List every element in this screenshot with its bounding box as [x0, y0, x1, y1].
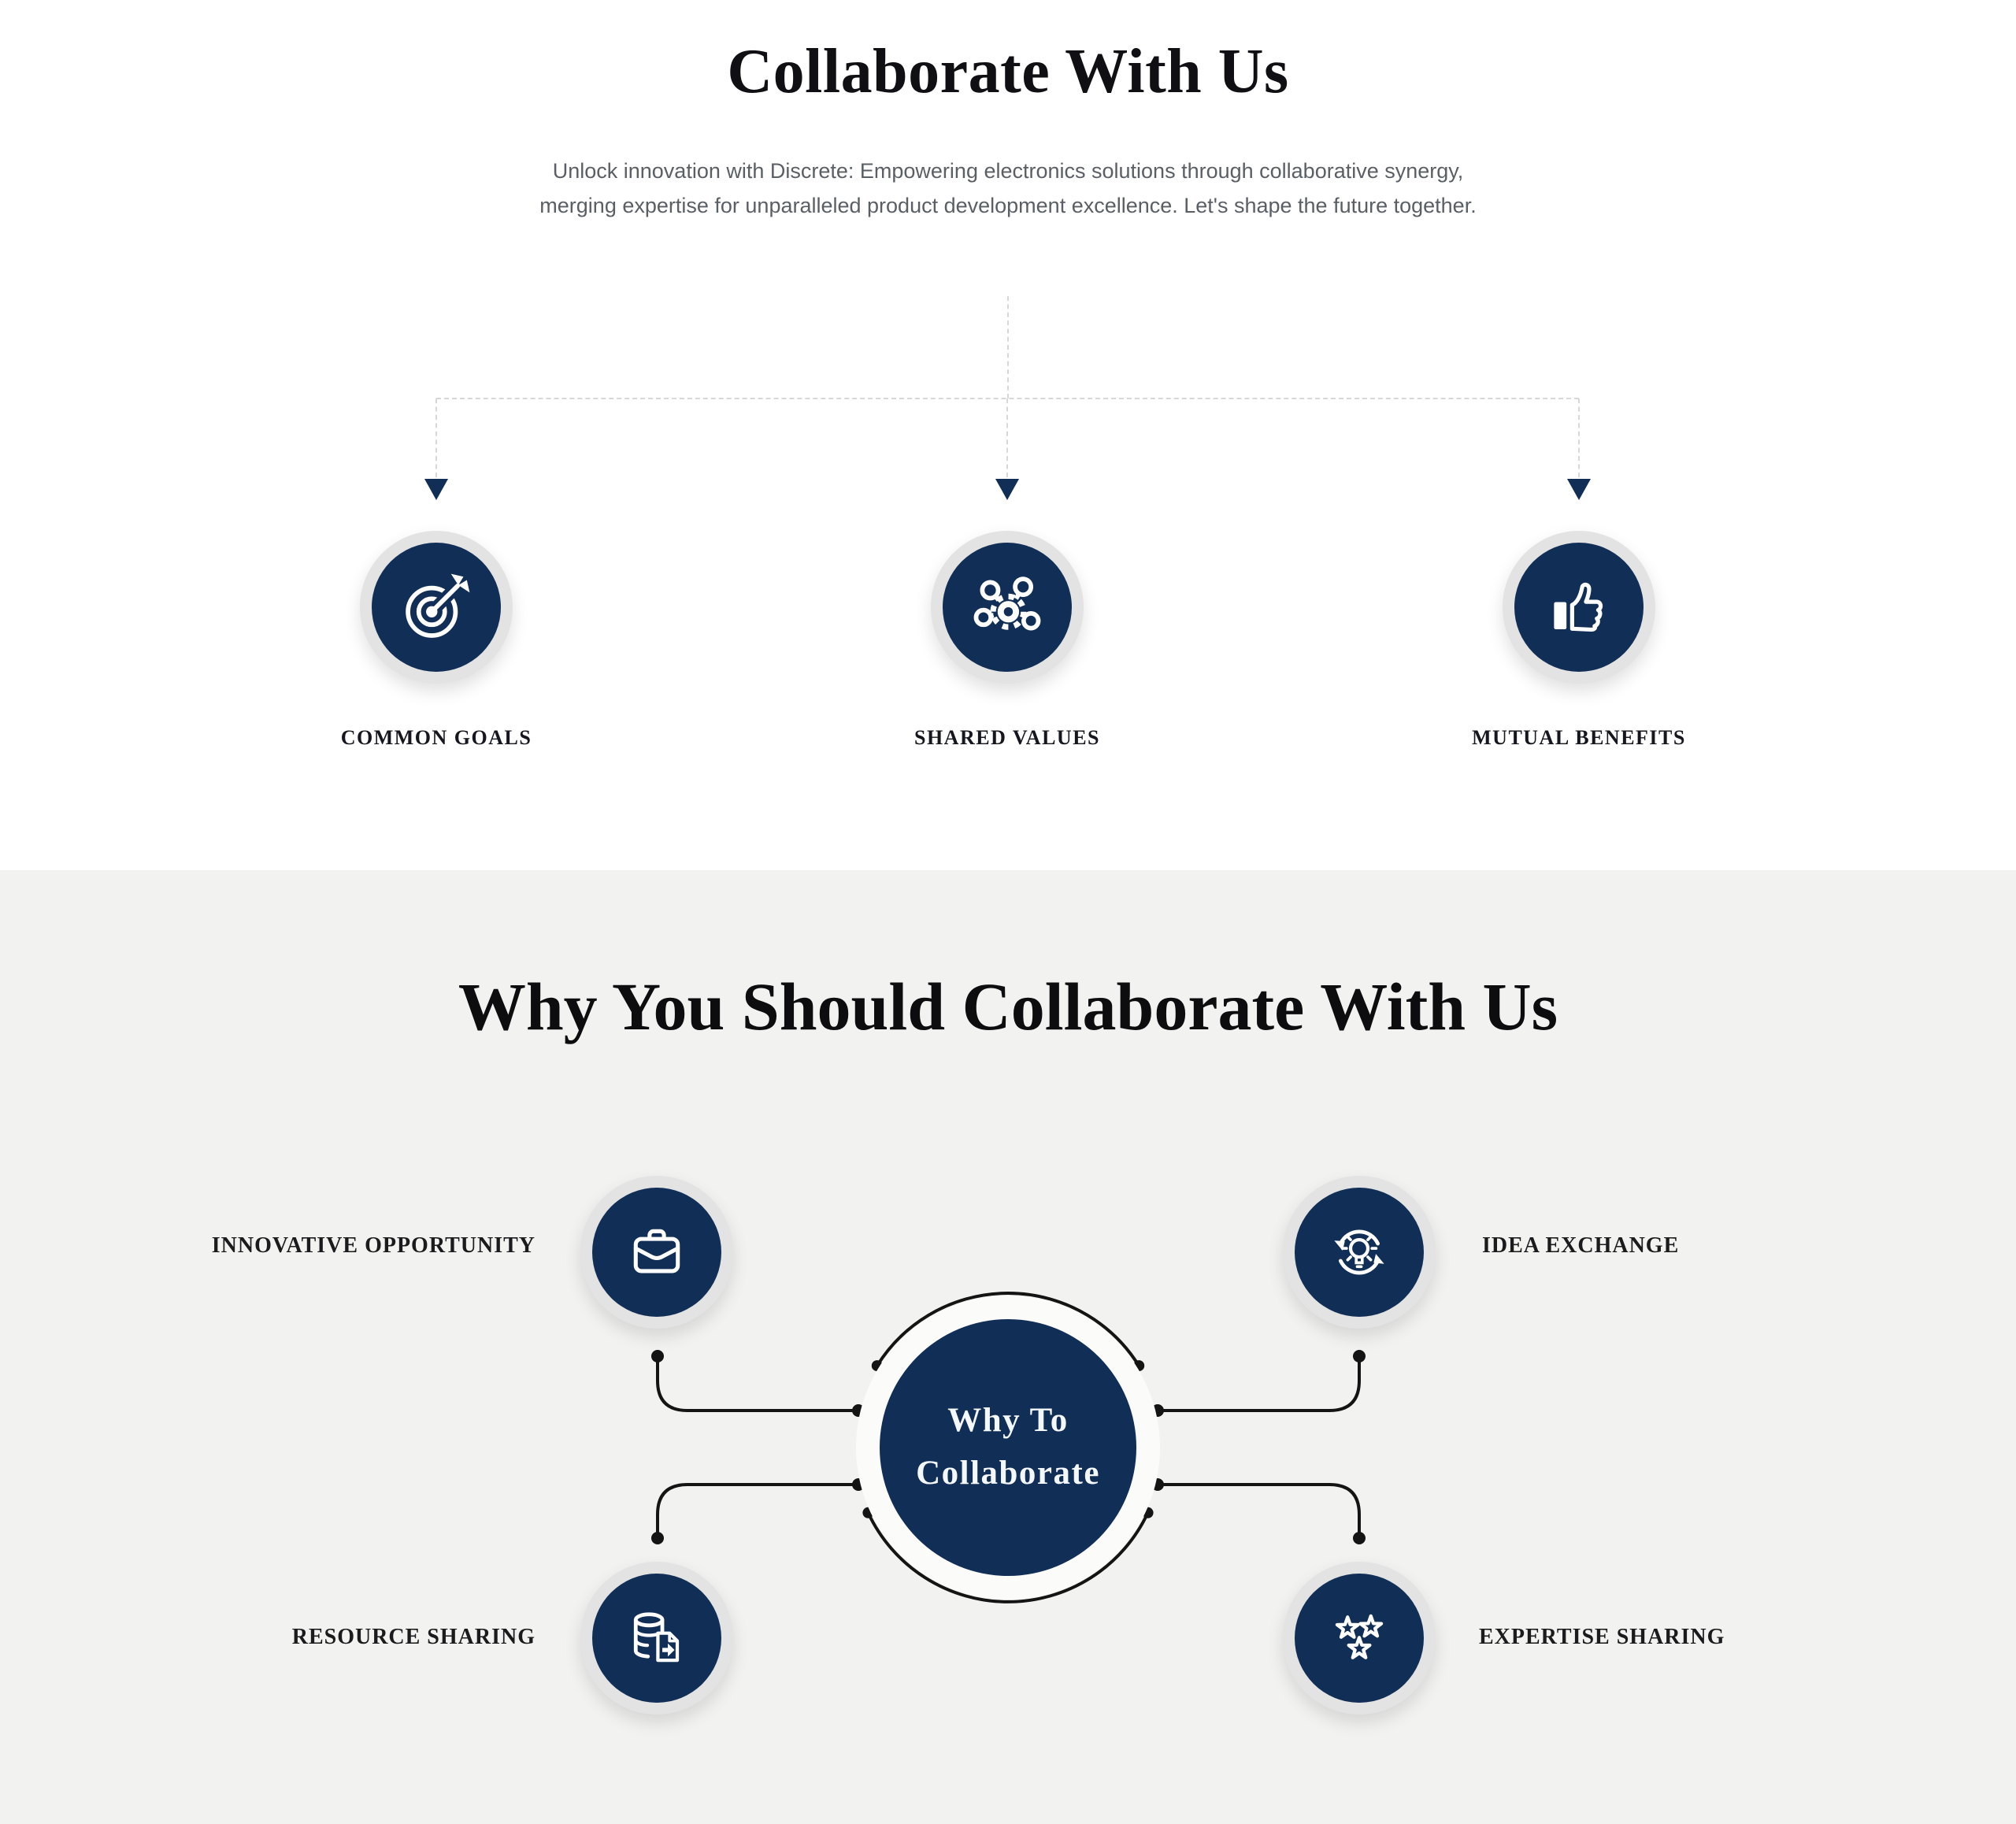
connector-top-left	[656, 1357, 860, 1412]
connector-bottom-left	[656, 1483, 860, 1538]
database-share-icon	[633, 1612, 680, 1663]
resource-sharing-label: RESOURCE SHARING	[291, 1625, 536, 1649]
idea-cycle-icon	[1334, 1229, 1384, 1275]
why-section-title: Why You Should Collaborate With Us	[458, 969, 1558, 1044]
shared-values-label: SHARED VALUES	[914, 726, 1100, 749]
hub-text-line1: Why To	[947, 1402, 1069, 1440]
thumbs-up-icon	[1554, 582, 1603, 632]
expertise-sharing-label: EXPERTISE SHARING	[1479, 1625, 1725, 1649]
connector-dots	[651, 1350, 1366, 1544]
arrow-down-icon	[995, 479, 1019, 500]
innovative-opportunity-circle	[580, 1176, 733, 1329]
network-gear-icon	[973, 576, 1041, 631]
resource-sharing-circle	[580, 1562, 733, 1715]
tree-drop-line-right	[1578, 399, 1580, 477]
tree-drop-line-left	[435, 399, 437, 477]
target-arrow-icon	[406, 573, 470, 638]
collaborate-section-background	[0, 0, 2016, 870]
common-goals-label: COMMON GOALS	[340, 726, 532, 749]
shared-values-circle	[931, 531, 1084, 684]
connector-bottom-right	[1156, 1483, 1361, 1538]
connector-top-right	[1156, 1357, 1361, 1412]
arrow-down-icon	[424, 479, 448, 500]
briefcase-icon	[633, 1229, 680, 1273]
page-title: Collaborate With Us	[727, 37, 1289, 106]
stars-trio-icon	[1335, 1614, 1384, 1659]
why-to-collaborate-hub: Why To Collaborate	[880, 1319, 1136, 1576]
hub-connector-lines	[651, 1292, 1366, 1603]
mutual-benefits-circle	[1503, 531, 1655, 684]
tree-stem-line	[1007, 296, 1009, 399]
hub-text-line2: Collaborate	[916, 1455, 1100, 1492]
mutual-benefits-label: MUTUAL BENEFITS	[1472, 726, 1686, 749]
idea-exchange-circle	[1283, 1176, 1436, 1329]
hub-top-arc	[875, 1292, 1141, 1368]
tree-drop-line-center	[1006, 399, 1008, 477]
common-goals-circle	[360, 531, 513, 684]
hub-bottom-arc	[866, 1511, 1150, 1603]
idea-exchange-label: IDEA EXCHANGE	[1482, 1233, 1680, 1258]
expertise-sharing-circle	[1283, 1562, 1436, 1715]
page-subtitle: Unlock innovation with Discrete: Empower…	[539, 159, 1477, 217]
innovative-opportunity-label: INNOVATIVE OPPORTUNITY	[211, 1233, 536, 1258]
arrow-down-icon	[1567, 479, 1591, 500]
